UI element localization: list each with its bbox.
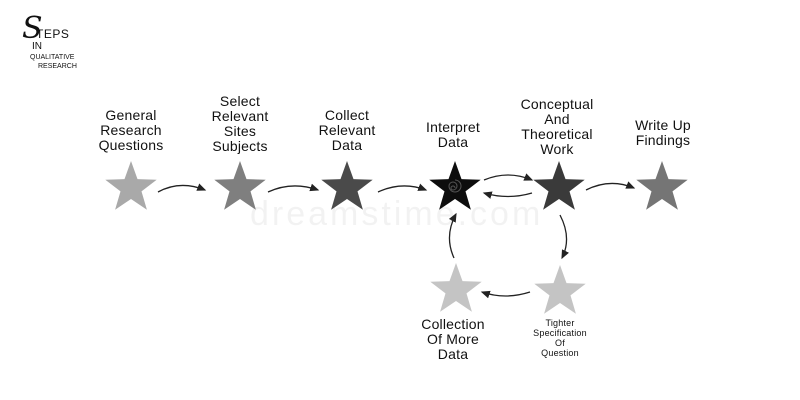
arrow-4 [483, 173, 534, 181]
star-tighter-specification-of-question [534, 265, 586, 314]
watermark: dreamstime.com [250, 195, 544, 233]
logo-research: RESEARCH [38, 63, 77, 70]
arrow-5 [482, 191, 533, 199]
star-conceptual-and-theoretical-work [533, 161, 585, 210]
arrow-cycle-up [448, 212, 457, 259]
label-write-up-findings: Write Up Findings [635, 117, 691, 148]
star-select-relevant-sites-subjects [214, 161, 266, 210]
arrow-6 [585, 181, 636, 191]
arrow-cycle-bottom [480, 290, 531, 299]
logo-initial: S [22, 11, 43, 46]
label-conceptual-and-theoretical-work: Conceptual And Theoretical Work [520, 96, 594, 157]
label-collect-relevant-data: Collect Relevant Data [318, 107, 376, 153]
logo-qualitative: QUALITATIVE [30, 54, 75, 61]
label-select-relevant-sites-subjects: Select Relevant Sites Subjects [211, 93, 269, 154]
arrow-3 [377, 183, 428, 193]
label-tighter-specification-of-question: Tighter Specification Of Question [533, 318, 587, 358]
arrow-cycle-down [559, 214, 569, 260]
star-general-research-questions [105, 161, 157, 210]
logo-in: IN [32, 41, 42, 52]
star-collect-relevant-data [321, 161, 373, 210]
logo: S TEPS IN QUALITATIVE RESEARCH [18, 14, 108, 76]
star-collection-of-more-data [430, 263, 482, 312]
star-write-up-findings [636, 161, 688, 210]
label-interpret-data: Interpret Data [426, 119, 480, 150]
star-interpret-data [429, 161, 481, 210]
label-collection-of-more-data: Collection Of More Data [421, 316, 485, 362]
arrow-2 [267, 183, 320, 193]
logo-steps: TEPS [36, 27, 70, 41]
swirl-icon [448, 179, 462, 193]
arrow-1 [157, 183, 207, 193]
label-general-research-questions: General Research Questions [98, 107, 164, 153]
